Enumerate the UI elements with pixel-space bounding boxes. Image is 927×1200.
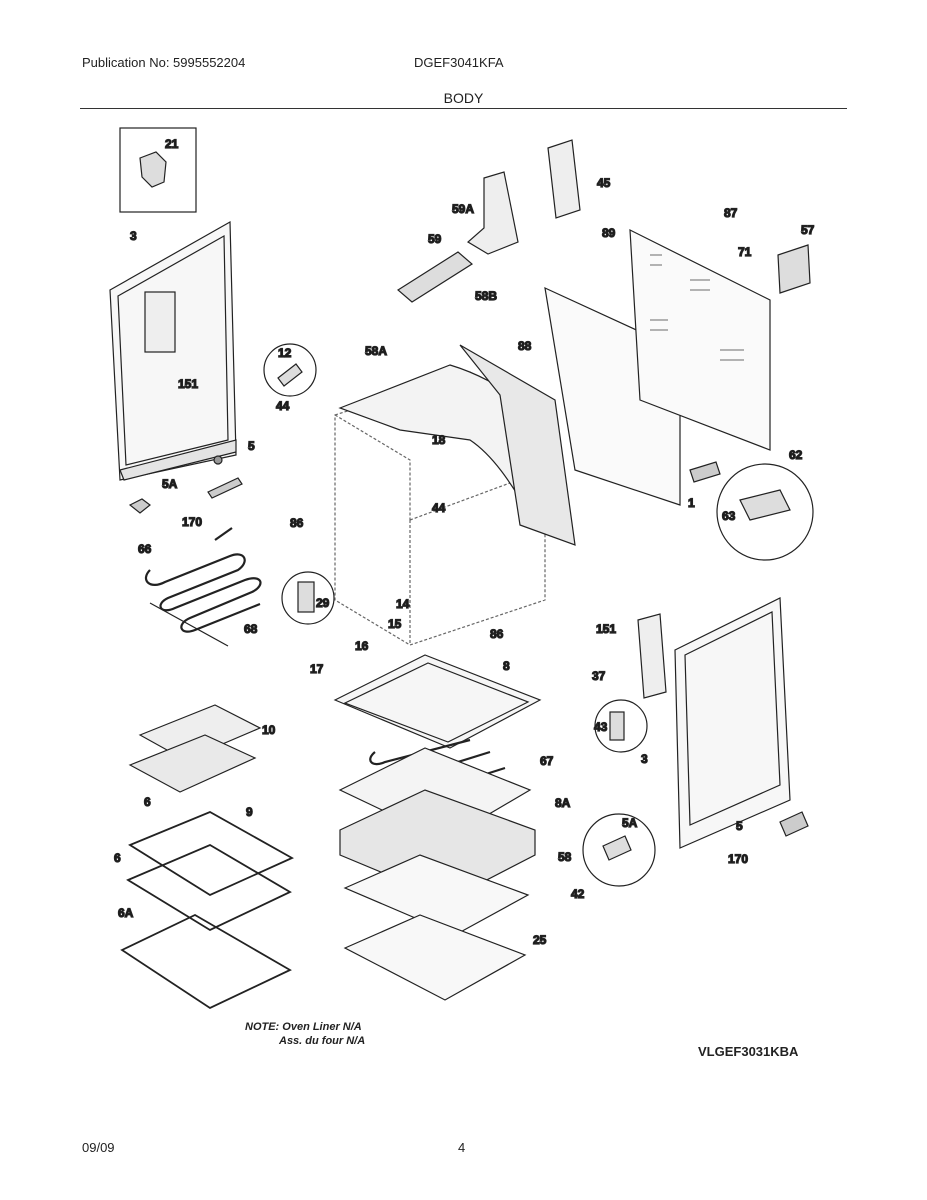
part-label: 42 [571, 887, 585, 901]
part-label: 1 [688, 496, 695, 510]
part-label: 89 [602, 226, 616, 240]
part-label: 16 [355, 639, 369, 653]
part-label: 62 [789, 448, 803, 462]
part-5A-callout [582, 813, 656, 887]
part-29-callout [281, 571, 335, 625]
part-label: 44 [432, 501, 446, 515]
part-label: 86 [490, 627, 504, 641]
part-43-callout [594, 699, 648, 753]
oven-liner-note: NOTE: Oven Liner N/A Ass. du four N/A [245, 1020, 365, 1048]
part-label: 6A [118, 906, 134, 920]
footer-date: 09/09 [82, 1140, 115, 1155]
part-label: 63 [722, 509, 736, 523]
note-line-1: NOTE: Oven Liner N/A [245, 1021, 362, 1033]
oven-rack-1 [128, 811, 294, 897]
part-label: 12 [278, 346, 292, 360]
part-label: 87 [724, 206, 738, 220]
left-side-panel [109, 220, 237, 481]
part-label: 5 [736, 819, 743, 833]
publication-number: Publication No: 5995552204 [82, 55, 246, 70]
oven-insulation-rear [459, 344, 576, 546]
part-label: 170 [728, 852, 748, 866]
part-label: 86 [290, 516, 304, 530]
part-label: 58B [475, 289, 497, 303]
part-62-callout [716, 463, 814, 561]
part-label: 58A [365, 344, 387, 358]
part-label: 9 [246, 805, 253, 819]
bracket-59 [396, 251, 474, 303]
part-label: 6 [144, 795, 151, 809]
vent-57 [777, 244, 811, 294]
header-divider [80, 108, 847, 109]
left-hardware [128, 455, 243, 514]
model-number: DGEF3041KFA [414, 55, 504, 70]
part-label: 3 [641, 752, 648, 766]
right-side-panel [674, 597, 791, 849]
part-label: 29 [316, 596, 330, 610]
drawing-id: VLGEF3031KBA [698, 1044, 799, 1059]
section-title: BODY [443, 90, 484, 106]
bake-wire-68 [149, 602, 229, 647]
part-label: 14 [396, 597, 410, 611]
part-label: 58 [558, 850, 572, 864]
part-label: 17 [310, 662, 324, 676]
part-label: 21 [165, 137, 179, 151]
part-label: 66 [138, 542, 152, 556]
part-label: 71 [738, 245, 752, 259]
panel-25 [343, 914, 527, 1001]
part-label: 8A [555, 796, 571, 810]
part-label: 25 [533, 933, 547, 947]
part-label: 8 [503, 659, 510, 673]
part-label: 37 [592, 669, 606, 683]
part-label: 88 [518, 339, 532, 353]
part-label: 43 [594, 720, 608, 734]
part-12-callout [263, 343, 317, 397]
part-labels: 21 3 151 5 5A 170 12 44 58A 18 86 44 66 … [113, 136, 815, 947]
part-label: 59 [428, 232, 442, 246]
bracket-45 [547, 139, 581, 219]
part-label: 170 [182, 515, 202, 529]
part-label: 151 [178, 377, 198, 391]
bake-element [144, 527, 262, 633]
part-label: 5A [162, 477, 178, 491]
oven-bottom-8 [333, 654, 542, 749]
oven-rack-2 [126, 843, 292, 932]
part-label: 5A [622, 816, 638, 830]
broiler-pan [128, 734, 257, 793]
part-label: 45 [597, 176, 611, 190]
part-label: 67 [540, 754, 554, 768]
part-label: 3 [130, 229, 137, 243]
rear-cover [629, 228, 771, 451]
part-label: 10 [262, 723, 276, 737]
part-label: 57 [801, 223, 815, 237]
part-label: 44 [276, 399, 290, 413]
bracket-151 [637, 613, 667, 699]
part-label: 15 [388, 617, 402, 631]
page-number: 4 [458, 1140, 466, 1155]
part-label: 151 [596, 622, 616, 636]
bracket-59A [466, 171, 519, 255]
part-21-inset [119, 127, 197, 213]
note-line-2: Ass. du four N/A [279, 1035, 366, 1047]
part-label: 6 [114, 851, 121, 865]
oven-rack-6A [120, 913, 292, 1010]
part-label: 59A [452, 202, 474, 216]
rear-cover-vents [650, 254, 744, 361]
part-label: 68 [244, 622, 258, 636]
part-label: 5 [248, 439, 255, 453]
part-label: 18 [432, 433, 446, 447]
